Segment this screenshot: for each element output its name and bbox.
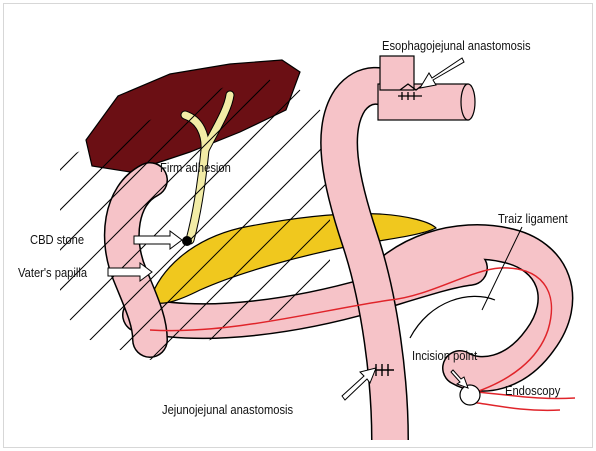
label-firm-adhesion: Firm adhesion: [160, 160, 231, 175]
label-incision-point: Incision point: [412, 348, 477, 363]
label-esophagojejunal: Esophagojejunal anastomosis: [382, 38, 531, 53]
label-traiz-ligament: Traiz ligament: [498, 211, 568, 226]
incision-point-circle: [460, 385, 480, 405]
label-jejunojejunal: Jejunojejunal anastomosis: [162, 402, 293, 417]
cbd-stone-arrow: [134, 231, 182, 249]
label-cbd-stone: CBD stone: [30, 232, 84, 247]
label-vaters-papilla: Vater's papilla: [18, 265, 87, 280]
label-endoscopy: Endoscopy: [505, 383, 560, 398]
cbd-stone-dot: [182, 236, 192, 246]
